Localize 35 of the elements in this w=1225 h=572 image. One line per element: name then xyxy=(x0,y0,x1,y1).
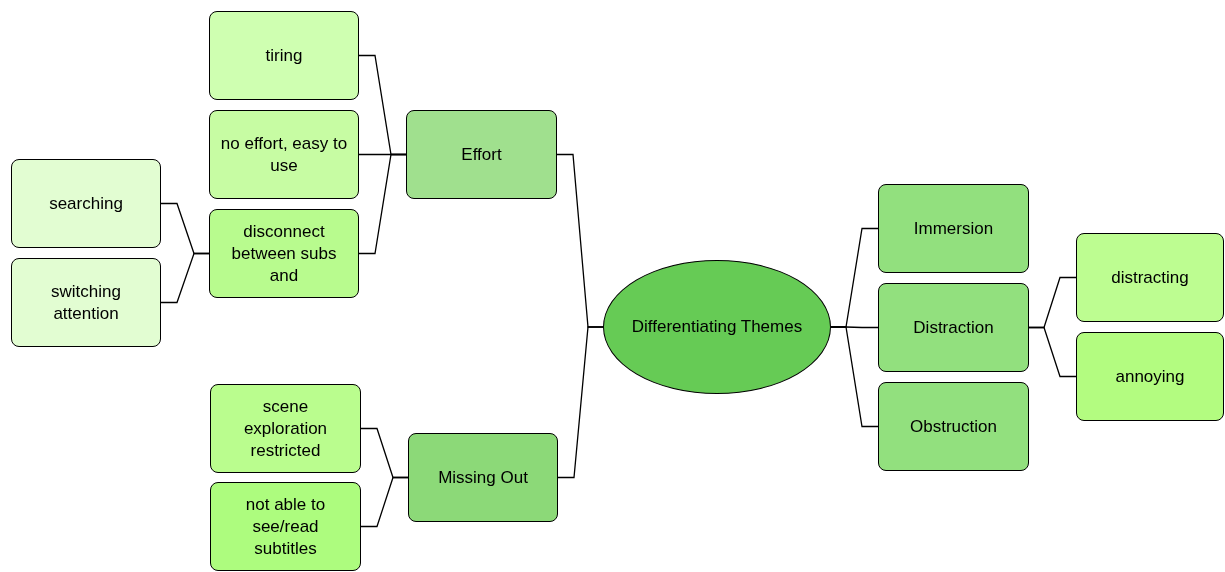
node-label: no effort, easy to use xyxy=(219,132,349,177)
theme-box xyxy=(408,433,558,522)
connector-line xyxy=(557,326,604,479)
theme-box xyxy=(1076,332,1224,421)
node-label: Obstruction xyxy=(910,415,997,438)
node-label: distracting xyxy=(1111,266,1189,289)
theme-box xyxy=(209,110,359,199)
node-label: Distraction xyxy=(913,316,994,339)
node-label: tiring xyxy=(265,44,303,67)
theme-box xyxy=(210,384,361,473)
node-label: Differentiating Themes xyxy=(631,316,803,338)
theme-box xyxy=(11,258,161,347)
connector-line xyxy=(358,153,407,255)
node-label: not able to see/read subtitles xyxy=(244,493,327,560)
theme-box xyxy=(1076,233,1224,322)
theme-box xyxy=(878,184,1029,273)
theme-box xyxy=(11,159,161,248)
connector-line xyxy=(360,476,409,528)
connector-line xyxy=(830,326,879,428)
node-label: switching attention xyxy=(50,280,122,325)
theme-box xyxy=(209,11,359,100)
node-label: Immersion xyxy=(913,217,994,240)
theme-box xyxy=(406,110,557,199)
node-label: Effort xyxy=(461,143,502,166)
theme-box xyxy=(210,482,361,571)
node-label: disconnect between subs and xyxy=(230,220,338,287)
theme-box xyxy=(878,283,1029,372)
node-label: searching xyxy=(49,192,123,215)
theme-box xyxy=(878,382,1029,471)
node-label: annoying xyxy=(1115,365,1185,388)
node-label: Missing Out xyxy=(438,466,528,489)
node-label: scene exploration restricted xyxy=(242,395,329,462)
theme-box xyxy=(209,209,359,298)
connector-line xyxy=(160,252,210,304)
connector-line xyxy=(1028,326,1077,378)
